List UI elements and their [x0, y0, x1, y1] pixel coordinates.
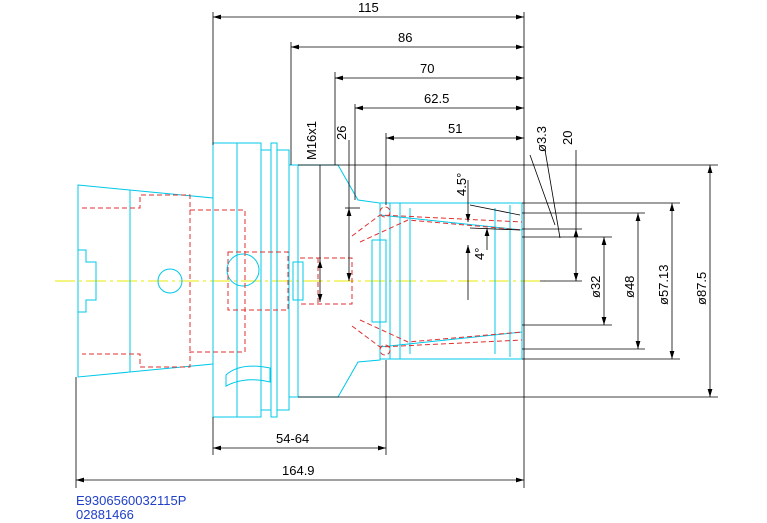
label-dia-3-3: ø3.3	[534, 126, 549, 152]
dimension-labels: 115 86 70 62.5 51 54-64 164.9 M16x1 26 ø…	[276, 0, 709, 478]
label-54-64: 54-64	[276, 431, 309, 446]
label-115: 115	[358, 0, 379, 15]
label-70: 70	[420, 61, 434, 76]
label-angle-4: 4°	[472, 248, 487, 260]
part-code: E9306560032115P	[76, 493, 187, 508]
label-164-9: 164.9	[282, 463, 315, 478]
hidden-lines	[82, 194, 523, 368]
label-dia-57-13: ø57.13	[656, 265, 671, 305]
extension-lines	[75, 12, 718, 488]
label-angle-4-5: 4.5°	[454, 173, 469, 196]
label-thread: M16x1	[304, 121, 319, 160]
label-86: 86	[398, 30, 412, 45]
holder-outline	[77, 142, 523, 418]
dimension-lines	[76, 14, 713, 483]
label-51: 51	[448, 121, 462, 136]
label-62-5: 62.5	[424, 91, 449, 106]
order-code: 02881466	[76, 507, 134, 522]
label-dia-48: ø48	[622, 276, 637, 298]
label-dia-32: ø32	[588, 276, 603, 298]
label-dia-87-5: ø87.5	[694, 272, 709, 305]
label-20: 20	[560, 131, 575, 145]
label-26: 26	[334, 126, 349, 140]
